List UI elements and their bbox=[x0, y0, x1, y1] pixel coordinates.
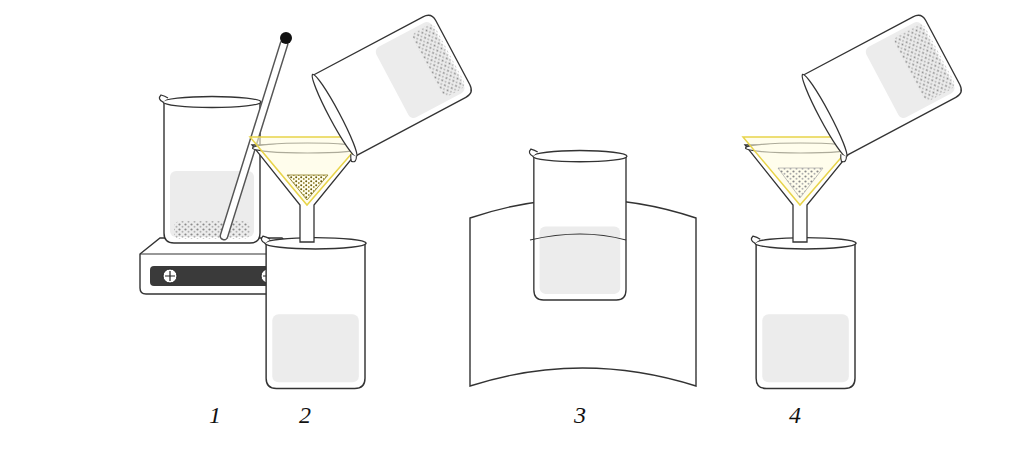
step-number: 4 bbox=[789, 402, 801, 429]
receiving-beaker-2 bbox=[751, 236, 856, 388]
beaker-cooled bbox=[529, 149, 627, 300]
pouring-beaker bbox=[307, 12, 476, 163]
receiving-beaker bbox=[261, 236, 366, 388]
pouring-beaker-2 bbox=[797, 12, 966, 163]
stirring-rod bbox=[224, 32, 292, 236]
funnel bbox=[250, 137, 366, 242]
step-number: 1 bbox=[209, 402, 221, 429]
bath-edge bbox=[530, 234, 626, 240]
step-number: 2 bbox=[299, 402, 311, 429]
step-number: 3 bbox=[574, 402, 586, 429]
